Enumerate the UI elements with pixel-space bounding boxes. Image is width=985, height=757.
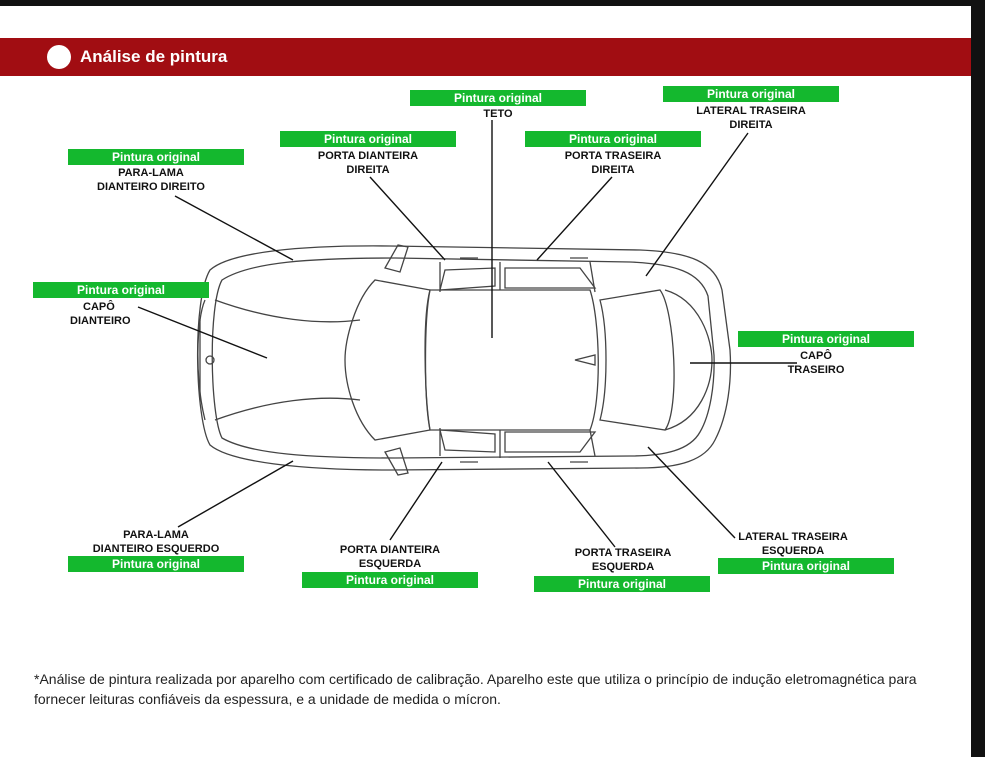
- part-label-para-lama-dianteiro-direito: PARA-LAMA DIANTEIRO DIREITO: [97, 167, 205, 193]
- part-label-capo-dianteiro: CAPÔ DIANTEIRO: [70, 301, 131, 327]
- window-right-border: [971, 0, 985, 757]
- status-badge-teto: Pintura original: [410, 90, 586, 106]
- status-badge-porta-traseira-esquerda: Pintura original: [534, 576, 710, 592]
- status-badge-capo-dianteiro: Pintura original: [33, 282, 209, 298]
- page-title: Análise de pintura: [80, 47, 228, 66]
- section-header: Análise de pintura: [0, 38, 971, 76]
- status-badge-porta-dianteira-esquerda: Pintura original: [302, 572, 478, 588]
- part-label-porta-dianteira-direita: PORTA DIANTEIRA DIREITA: [317, 150, 419, 176]
- status-badge-porta-traseira-direita: Pintura original: [525, 131, 701, 147]
- status-badge-capo-traseiro: Pintura original: [738, 331, 914, 347]
- part-label-para-lama-dianteiro-esquerdo: PARA-LAMA DIANTEIRO ESQUERDO: [92, 529, 220, 555]
- part-label-capo-traseiro: CAPÔ TRASEIRO: [787, 350, 845, 376]
- status-badge-para-lama-dianteiro-direito: Pintura original: [68, 149, 244, 165]
- status-badge-para-lama-dianteiro-esquerdo: Pintura original: [68, 556, 244, 572]
- header-bullet-icon: [47, 45, 71, 69]
- part-label-teto: TETO: [483, 108, 513, 120]
- footnote-text: *Análise de pintura realizada por aparel…: [34, 671, 917, 707]
- window-top-border: [0, 0, 985, 6]
- status-badge-lateral-traseira-esquerda: Pintura original: [718, 558, 894, 574]
- status-badge-porta-dianteira-direita: Pintura original: [280, 131, 456, 147]
- part-label-lateral-traseira-direita: LATERAL TRASEIRA DIREITA: [696, 105, 806, 131]
- part-label-porta-dianteira-esquerda: PORTA DIANTEIRA ESQUERDA: [339, 544, 441, 570]
- car-top-view-diagram: [137, 120, 797, 548]
- part-label-porta-traseira-direita: PORTA TRASEIRA DIREITA: [564, 150, 662, 176]
- part-label-lateral-traseira-esquerda: LATERAL TRASEIRA ESQUERDA: [738, 531, 848, 557]
- status-badge-lateral-traseira-direita: Pintura original: [663, 86, 839, 102]
- part-label-porta-traseira-esquerda: PORTA TRASEIRA ESQUERDA: [574, 547, 672, 573]
